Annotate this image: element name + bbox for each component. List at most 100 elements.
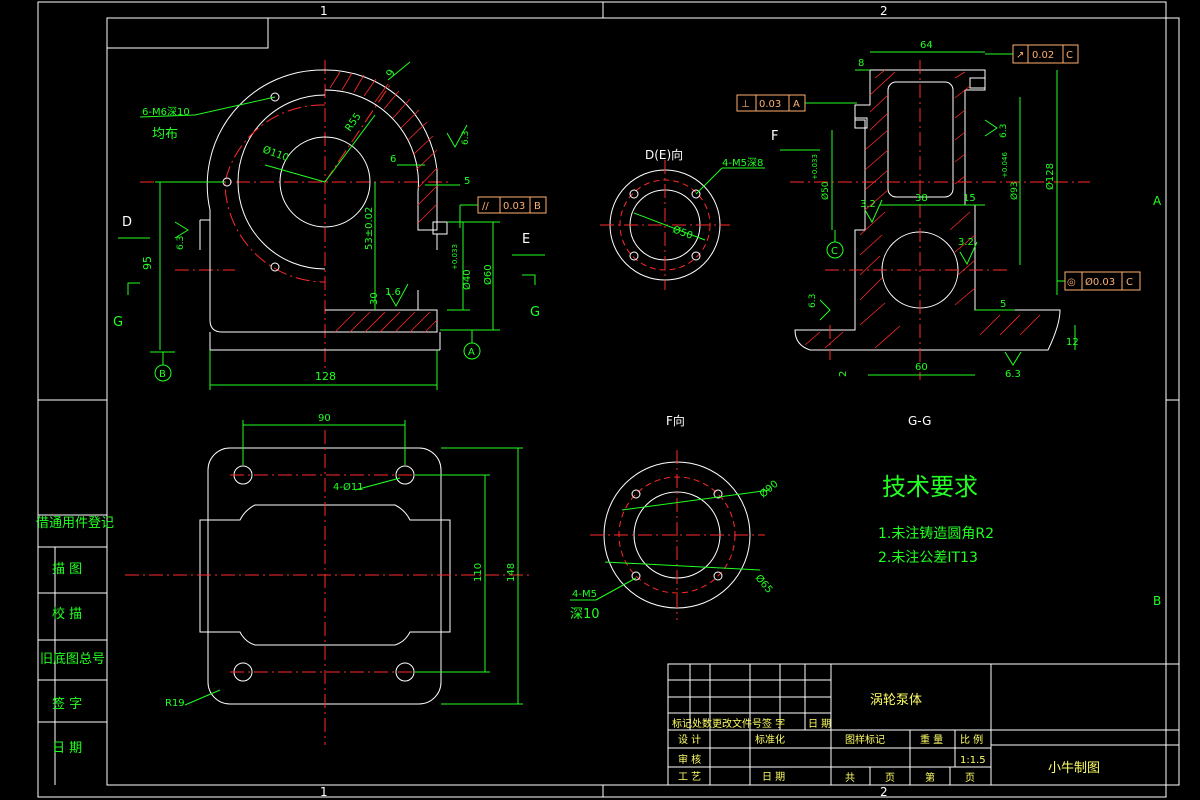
view-label-f: F	[771, 129, 778, 144]
dim-30: 30	[369, 292, 380, 305]
dim-53: 53±0.02	[364, 207, 375, 250]
view-f-note-1: 4-M5	[572, 589, 597, 600]
title-row: 审 核	[678, 753, 701, 766]
g-dim-o93-tol: +0.046	[1001, 152, 1009, 178]
g-rough-3-2b: 3.2	[958, 237, 974, 248]
roughness-6-3: 6.3	[461, 131, 471, 145]
bottom-dim-r19: R19	[165, 698, 185, 709]
dim-o60: Ø60	[482, 264, 494, 285]
dim-o110: Ø110	[261, 144, 290, 165]
g-dim-38: 38	[915, 193, 928, 204]
view-d-note: 4-M5深8	[722, 157, 763, 169]
stage-header: 比 例	[960, 733, 983, 746]
g-dim-o93: Ø93	[1009, 181, 1020, 200]
view-d-title: D(E)向	[645, 147, 683, 162]
g-tol-top-symbol: ↗	[1016, 50, 1024, 61]
sheet-label: 页	[885, 772, 895, 784]
view-label-e: E	[522, 232, 530, 247]
rev-header: 处数	[692, 717, 712, 730]
side-table-row: 借通用件登记	[36, 516, 114, 531]
view-label-d: D	[122, 215, 132, 230]
side-table-row: 校 描	[52, 606, 82, 622]
title-block: 标记 处数 更改文件号 签 字 日 期 设 计 标准化 审 核 工 艺 日 期 …	[667, 663, 1180, 786]
g-dim-64: 64	[920, 40, 933, 51]
datum-a: A	[468, 347, 475, 358]
sheet-label: 页	[965, 772, 975, 784]
g-dim-o50-tol: +0.033	[811, 154, 819, 180]
g-tol-conc-value: Ø0.03	[1085, 276, 1115, 288]
g-dim-8: 8	[858, 58, 864, 69]
dim-o40-tol: +0.033	[451, 244, 459, 270]
g-rough-6-3a: 6.3	[999, 124, 1009, 138]
title-row: 工 艺	[678, 771, 701, 783]
tol-frame-datum: B	[534, 201, 541, 212]
zone-right-a: A	[1153, 194, 1162, 208]
rev-header: 更改文件号	[712, 717, 762, 730]
rev-header: 日 期	[808, 718, 831, 730]
dim-95: 95	[141, 256, 154, 270]
g-dim-15: 15	[963, 193, 976, 204]
view-f-title: F向	[666, 413, 685, 428]
datum-b: B	[159, 369, 166, 380]
zone-top-2: 2	[880, 4, 888, 18]
g-rough-6-3b: 6.3	[808, 294, 818, 308]
dim-r55: R55	[343, 111, 363, 133]
view-d-dim: Ø50	[671, 224, 694, 242]
side-table-row: 签 字	[52, 696, 82, 712]
holes-note: 6-M6深10	[142, 106, 190, 118]
tol-frame-value: 0.03	[503, 201, 525, 212]
view-f-dim-90: Ø90	[757, 478, 781, 500]
stage-header: 重 量	[920, 733, 943, 746]
title-row: 标准化	[755, 733, 785, 746]
view-f-dim-65: Ø65	[753, 572, 775, 596]
section-label-g2: G	[530, 305, 540, 320]
title-row: 设 计	[678, 733, 701, 746]
tol-frame-symbol: //	[482, 201, 489, 212]
roughness-1-6: 1.6	[385, 287, 401, 298]
g-dim-2: 2	[838, 371, 849, 377]
holes-note-2: 均布	[152, 127, 178, 142]
zone-top-1: 1	[320, 4, 328, 18]
bottom-dim-110: 110	[473, 563, 484, 582]
part-name: 涡轮泵体	[870, 693, 922, 708]
dim-o40: Ø40	[461, 269, 473, 290]
title-row: 日 期	[762, 771, 785, 783]
view-d: D(E)向 4-M5深8 Ø50	[600, 147, 765, 290]
section-label-g1: G	[113, 315, 123, 330]
scale: 1:1.5	[960, 755, 986, 766]
tech-req-item: 1.未注铸造圆角R2	[878, 526, 994, 542]
maker: 小牛制图	[1048, 761, 1100, 776]
bottom-dim-148: 148	[506, 563, 517, 582]
section-g: G-G 64	[736, 40, 1141, 428]
g-dim-12: 12	[1066, 337, 1079, 348]
g-tol-top-datum: C	[1066, 50, 1073, 61]
side-table-row: 描 图	[52, 562, 82, 577]
tech-requirements: 技术要求 1.未注铸造圆角R2 2.未注公差IT13	[878, 473, 994, 566]
zone-right-b: B	[1153, 594, 1161, 608]
g-tol-top-value: 0.02	[1032, 50, 1054, 61]
rev-header: 签 字	[762, 717, 785, 730]
g-tol-conc-symbol: ◎	[1067, 277, 1076, 288]
g-dim-o50: Ø50	[820, 181, 831, 200]
section-g-title: G-G	[908, 414, 931, 428]
sheet-label: 共	[845, 772, 855, 784]
tech-req-item: 2.未注公差IT13	[878, 550, 978, 566]
front-view: 128 95 53±0.02 30 Ø40 +0.033 Ø60 6 5 R55…	[113, 60, 547, 390]
g-tol-perp-value: 0.03	[759, 99, 781, 110]
g-rough-3-2a: 3.2	[860, 199, 876, 210]
g-dim-5: 5	[1000, 299, 1006, 310]
sheet-label: 第	[925, 771, 935, 784]
view-f-note-2: 深10	[570, 607, 600, 622]
g-tol-perp-symbol: ⊥	[741, 99, 750, 110]
dim-6: 6	[390, 154, 396, 165]
stage-header: 图样标记	[845, 733, 885, 746]
rev-header: 标记	[672, 718, 692, 730]
drawing-frame: 1 2 1 2 A B	[37, 1, 1180, 799]
g-dim-o128: Ø128	[1044, 163, 1056, 190]
roughness-left: 6.3	[176, 236, 186, 250]
side-table-row: 旧底图总号	[40, 651, 105, 667]
dim-9: 9	[383, 67, 398, 80]
g-tol-perp-datum: A	[793, 99, 800, 110]
side-table: 借通用件登记 描 图 校 描 旧底图总号 签 字 日 期	[36, 514, 114, 785]
